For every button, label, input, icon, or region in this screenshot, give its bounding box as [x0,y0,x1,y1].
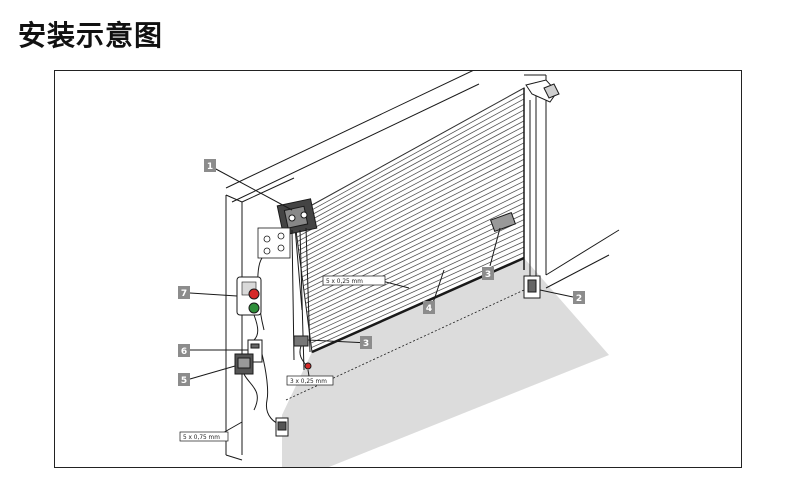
door-slat [308,224,524,326]
door-slat [305,197,524,304]
door-slat [299,137,524,256]
callout-floor-bracket: 2 [573,291,585,304]
door-slat [295,104,524,229]
cable-label: 5 x 0,75 mm [179,431,229,442]
top-bracket [525,79,560,103]
door-slat [300,147,524,264]
callout-badge [178,286,190,299]
junction-box [275,417,289,437]
callout-key-switch: 6 [178,344,190,357]
callout-number: 4 [426,304,432,314]
callout-badge [178,373,190,386]
door-slat [310,241,524,340]
building-wall [225,70,620,461]
callout-number: 5 [181,376,187,386]
callout-badge [423,301,435,314]
cable-label-box [286,375,334,386]
door-slat [306,208,524,313]
wall-plate [257,227,291,259]
door-slat [301,158,524,273]
door-slat [294,98,524,225]
roller-door [293,87,531,354]
callout-number: 6 [181,347,187,357]
photocell-right [489,211,517,233]
cable-label: 3 x 0,25 mm [286,375,334,386]
cable-label-box [179,431,229,442]
callout-number: 7 [181,289,187,299]
callout-drive-motor: 1 [204,159,216,172]
door-slat [309,235,524,335]
callout-number: 3 [485,270,491,280]
door-slat [302,169,524,282]
cable-spec-labels: 5 x 0,25 mm 3 x 0,25 mm 5 x 0,75 mm [179,275,386,442]
callout-photocell-left: 3 [360,336,372,349]
callout-badge [204,159,216,172]
door-slat [307,213,524,318]
cable-label-text: 5 x 0,25 mm [326,279,363,285]
door-slat [303,175,524,287]
page-title: 安装示意图 [18,19,164,52]
door-slat [298,131,524,251]
door-slat [297,120,524,242]
callout-number: 3 [363,339,369,349]
callout-number: 1 [207,162,213,172]
door-slat [300,153,524,269]
door-slat [308,230,524,331]
control-box [234,353,254,375]
installation-diagram: 1 2 3 3 4 5 6 7 5 x 0,25 mm 3 x 0,25 mm 5 x 0,75 … [178,70,620,467]
cable-label-box [322,275,386,286]
callout-photocell-right: 3 [482,267,494,280]
callout-traffic-light: 7 [178,286,190,299]
cable-label: 5 x 0,25 mm [322,275,386,286]
door-slat [299,142,524,260]
callout-badge [573,291,585,304]
door-slat [296,109,524,234]
door-slat [303,180,524,291]
door-slat [306,202,524,309]
traffic-light [236,276,262,316]
callout-badge [482,267,494,280]
callout-badges: 1 2 3 3 4 5 6 7 [178,159,585,386]
callout-number: 2 [576,294,582,304]
cable-label-text: 5 x 0,75 mm [183,435,220,441]
door-slat [296,115,524,238]
door-slat [307,219,524,322]
callout-badge [360,336,372,349]
door-slat [301,164,524,278]
callout-badge [178,344,190,357]
door-slat [297,126,524,247]
callout-safety-edge: 4 [423,301,435,314]
photocell-left [293,335,312,370]
floor-bracket [523,275,541,299]
door-slat [294,93,524,220]
floor-area [282,258,609,467]
callout-control-box: 5 [178,373,190,386]
door-slat [310,246,524,344]
cable-label-text: 3 x 0,25 mm [290,379,327,385]
